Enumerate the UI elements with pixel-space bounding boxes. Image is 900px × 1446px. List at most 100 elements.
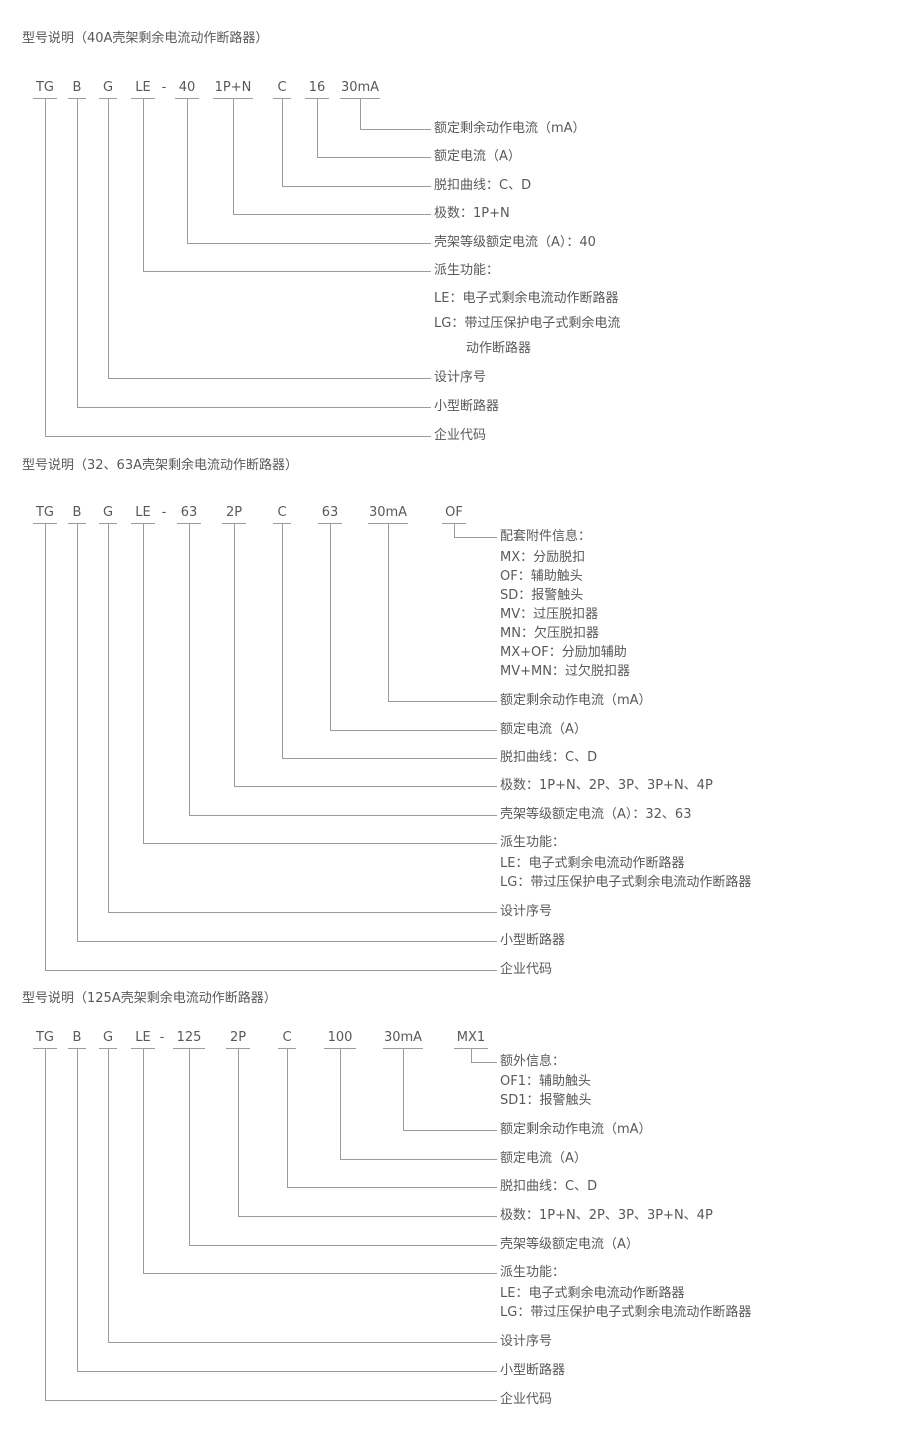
code-part-sub-label: SD：报警触头 (500, 588, 584, 603)
connector-line (187, 98, 431, 244)
model-code-separator: - (161, 80, 167, 95)
code-part-label: 设计序号 (434, 370, 487, 385)
code-part-label: 极数：1P+N、2P、3P、3P+N、4P (500, 778, 713, 793)
connector-line (77, 1048, 497, 1372)
code-part-sub-label: MV+MN：过欠脱扣器 (500, 664, 630, 679)
connector-line (45, 1048, 497, 1401)
code-part-sub-label: OF1：辅助触头 (500, 1074, 591, 1089)
code-part-label: 企业代码 (434, 428, 487, 443)
code-part-label: 极数：1P+N (434, 206, 510, 221)
code-part-sub-label: SD1：报警触头 (500, 1093, 592, 1108)
code-part-label: 小型断路器 (434, 399, 500, 414)
model-code-token: MX1 (454, 1030, 488, 1049)
code-part-label: 额定电流（A） (434, 149, 521, 164)
model-code-separator: - (159, 1030, 165, 1045)
code-part-label: 额定剩余动作电流（mA） (500, 693, 652, 708)
code-part-label: 额定电流（A） (500, 722, 587, 737)
model-code-token: B (68, 80, 86, 99)
code-part-sub-label: LG：带过压保护电子式剩余电流动作断路器 (500, 875, 752, 890)
model-code-separator: - (161, 505, 167, 520)
code-part-sub-label: LE：电子式剩余电流动作断路器 (500, 856, 685, 871)
model-code-token: C (278, 1030, 296, 1049)
code-part-label: 额定电流（A） (500, 1151, 587, 1166)
model-code-token: 16 (305, 80, 329, 99)
section-title: 型号说明（40A壳架剩余电流动作断路器） (22, 31, 269, 46)
code-part-label: 设计序号 (500, 1334, 553, 1349)
connector-line (143, 98, 431, 272)
model-code-token: 125 (173, 1030, 205, 1049)
connector-line (233, 98, 431, 215)
code-part-label: 脱扣曲线：C、D (434, 178, 532, 193)
connector-line (189, 1048, 497, 1246)
code-part-sub-label: MX+OF：分励加辅助 (500, 645, 627, 660)
code-part-label: 壳架等级额定电流（A）：32、63 (500, 807, 692, 822)
model-code-token: 2P (226, 1030, 250, 1049)
code-part-sub-label: LE：电子式剩余电流动作断路器 (500, 1286, 685, 1301)
connector-line (77, 98, 431, 408)
model-code-token: 40 (175, 80, 199, 99)
code-part-label: 设计序号 (500, 904, 553, 919)
connector-line (282, 523, 497, 759)
model-code-token: 100 (324, 1030, 356, 1049)
connector-line (143, 1048, 497, 1274)
code-part-label: 壳架等级额定电流（A）：40 (434, 235, 596, 250)
model-code-token: OF (442, 505, 466, 524)
model-code-token: C (273, 80, 291, 99)
code-part-sub-label: MX：分励脱扣 (500, 550, 586, 565)
model-code-token: 63 (177, 505, 201, 524)
connector-line (340, 1048, 497, 1160)
code-part-label: 脱扣曲线：C、D (500, 750, 598, 765)
connector-line (317, 98, 431, 158)
connector-line (45, 98, 431, 437)
code-part-label: 脱扣曲线：C、D (500, 1179, 598, 1194)
connector-line (143, 523, 497, 844)
connector-line (45, 523, 497, 971)
code-part-label: 配套附件信息： (500, 529, 592, 544)
model-code-token: TG (33, 1030, 57, 1049)
model-code-token: G (99, 505, 117, 524)
code-part-label: 派生功能： (500, 1265, 566, 1280)
code-part-sub-label: LG：带过压保护电子式剩余电流 (434, 316, 621, 331)
code-part-label: 派生功能： (500, 835, 566, 850)
model-code-token: G (99, 1030, 117, 1049)
connector-line (77, 523, 497, 942)
code-part-sub-label: 动作断路器 (466, 341, 532, 356)
connector-line (471, 1048, 497, 1063)
model-code-token: 1P+N (213, 80, 253, 99)
model-code-token: LE (131, 80, 155, 99)
code-part-sub-label: LG：带过压保护电子式剩余电流动作断路器 (500, 1305, 752, 1320)
model-code-token: B (68, 505, 86, 524)
code-part-label: 额定剩余动作电流（mA） (434, 121, 586, 136)
connector-line (234, 523, 497, 787)
code-part-label: 派生功能： (434, 263, 500, 278)
code-part-label: 额定剩余动作电流（mA） (500, 1122, 652, 1137)
model-code-token: 30mA (368, 505, 408, 524)
code-part-label: 企业代码 (500, 1392, 553, 1407)
code-part-sub-label: MV：过压脱扣器 (500, 607, 599, 622)
section-title: 型号说明（32、63A壳架剩余电流动作断路器） (22, 458, 298, 473)
code-part-sub-label: OF：辅助触头 (500, 569, 583, 584)
connector-line (108, 98, 431, 379)
connector-line (360, 98, 431, 130)
model-code-token: 30mA (340, 80, 380, 99)
connector-line (238, 1048, 497, 1217)
model-code-token: TG (33, 80, 57, 99)
connector-line (330, 523, 497, 731)
model-code-token: TG (33, 505, 57, 524)
section-title: 型号说明（125A壳架剩余电流动作断路器） (22, 991, 277, 1006)
connector-line (108, 1048, 497, 1343)
code-part-sub-label: MN：欠压脱扣器 (500, 626, 599, 641)
code-part-label: 额外信息： (500, 1054, 566, 1069)
code-part-label: 企业代码 (500, 962, 553, 977)
connector-line (108, 523, 497, 913)
connector-line (282, 98, 431, 187)
model-code-token: B (68, 1030, 86, 1049)
model-code-token: 2P (222, 505, 246, 524)
model-code-token: C (273, 505, 291, 524)
model-code-token: LE (131, 1030, 155, 1049)
code-part-label: 壳架等级额定电流（A） (500, 1237, 639, 1252)
connector-line (454, 523, 497, 538)
code-part-label: 小型断路器 (500, 1363, 566, 1378)
model-code-token: G (99, 80, 117, 99)
